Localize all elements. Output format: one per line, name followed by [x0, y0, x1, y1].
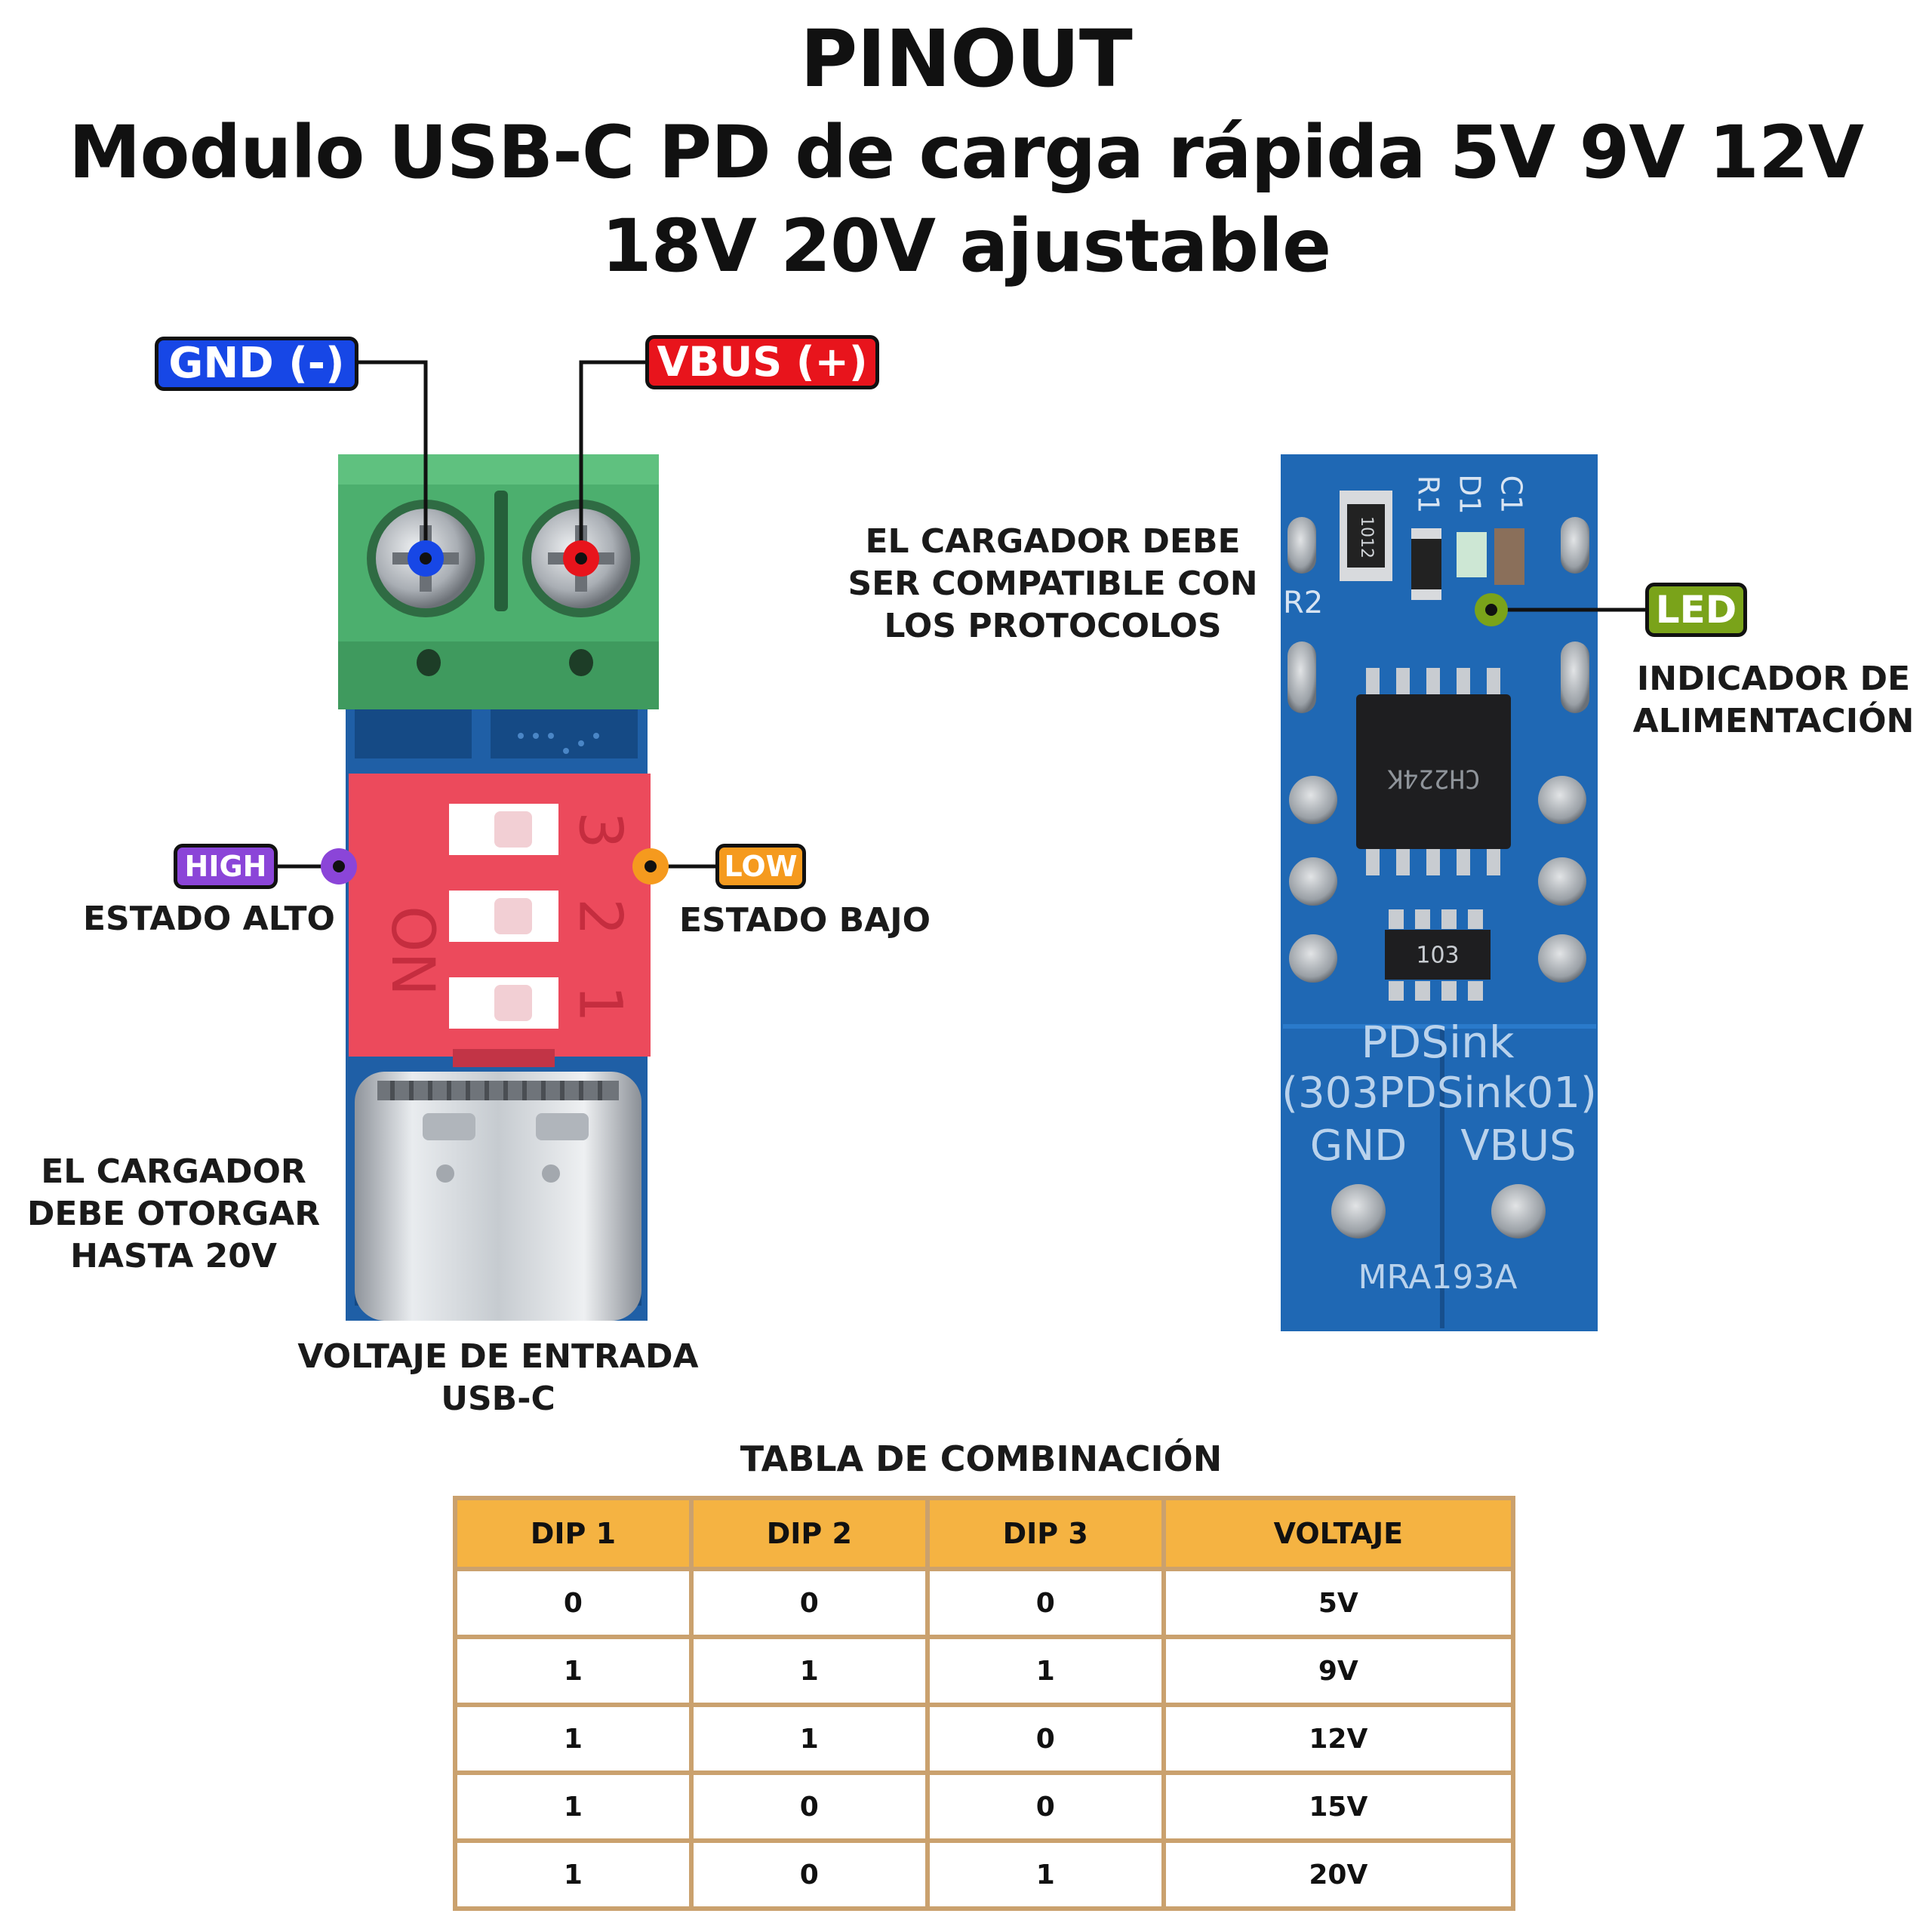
- silk-r2: R2: [1283, 586, 1323, 620]
- voltaje-entrada-line-1: VOLTAJE DE ENTRADA: [297, 1337, 699, 1376]
- cell-dip2: 0: [688, 1770, 930, 1843]
- right-module: 1012 R1 D1 C1 R2 CH224K 103 P: [1281, 454, 1598, 1331]
- cell-dip1: 0: [453, 1567, 694, 1639]
- left-module: ON 3 2 1: [338, 454, 659, 1321]
- voltaje-entrada-label: VOLTAJE DE ENTRADA USB-C: [287, 1336, 709, 1420]
- cell-dip1: 1: [453, 1703, 694, 1775]
- left-leaders: [275, 360, 717, 884]
- cell-dip3: 0: [924, 1770, 1166, 1843]
- vbus-badge: VBUS (+): [645, 335, 879, 389]
- table-header-row: DIP 1 DIP 2 DIP 3 VOLTAJE: [453, 1496, 1516, 1571]
- cell-dip2: 1: [688, 1703, 930, 1775]
- table-row: 0 0 0 5V: [453, 1567, 1516, 1639]
- low-badge: LOW: [715, 844, 806, 889]
- led-badge: LED: [1645, 583, 1747, 637]
- silk-vbus: VBUS: [1460, 1121, 1576, 1171]
- cell-voltaje: 5V: [1161, 1567, 1516, 1639]
- vbus-pad: [1491, 1184, 1546, 1238]
- gnd-badge: GND (-): [155, 337, 358, 391]
- resistor-marking: 1012: [1357, 516, 1376, 558]
- page-subtitle-line-2: 18V 20V ajustable: [601, 204, 1331, 288]
- indicador-line-2: ALIMENTACIÓN: [1632, 702, 1915, 740]
- table-caption: TABLA DE COMBINACIÓN: [740, 1438, 1223, 1479]
- led-leader: [1475, 593, 1649, 626]
- cell-dip3: 0: [924, 1703, 1166, 1775]
- cargador-compatible-line-3: LOS PROTOCOLOS: [884, 607, 1222, 645]
- cargador-compatible-line-1: EL CARGADOR DEBE: [865, 522, 1241, 561]
- silk-pdsink: PDSink: [1361, 1017, 1515, 1068]
- silk-r1: R1: [1412, 475, 1445, 514]
- cell-dip3: 0: [924, 1567, 1166, 1639]
- usb-c-connector: [355, 1072, 641, 1321]
- high-badge: HIGH: [174, 844, 278, 889]
- estado-bajo-label: ESTADO BAJO: [679, 901, 931, 940]
- dip-on-text: ON: [378, 906, 446, 996]
- table-row: 1 0 1 20V: [453, 1838, 1516, 1911]
- cell-voltaje: 15V: [1161, 1770, 1516, 1843]
- cell-dip3: 1: [924, 1838, 1166, 1911]
- indicador-label: INDICADOR DE ALIMENTACIÓN: [1623, 658, 1924, 743]
- cell-dip1: 1: [453, 1770, 694, 1843]
- cell-voltaje: 12V: [1161, 1703, 1516, 1775]
- silk-c1: C1: [1495, 475, 1528, 514]
- small-chip-marking: 103: [1416, 943, 1459, 969]
- cell-voltaje: 9V: [1161, 1635, 1516, 1707]
- voltaje-entrada-line-2: USB-C: [441, 1380, 555, 1418]
- table-row: 1 0 0 15V: [453, 1770, 1516, 1843]
- cargador-otorgar-line-3: HASTA 20V: [70, 1237, 277, 1275]
- silk-part: MRA193A: [1358, 1258, 1518, 1297]
- gnd-pad: [1331, 1184, 1386, 1238]
- dip-number-1: 1: [566, 985, 634, 1023]
- cell-dip1: 1: [453, 1838, 694, 1911]
- table-row: 1 1 0 12V: [453, 1703, 1516, 1775]
- cell-dip1: 1: [453, 1635, 694, 1707]
- silk-gnd: GND: [1310, 1121, 1407, 1171]
- ch224k-chip: [1356, 694, 1511, 849]
- header-dip3: DIP 3: [924, 1496, 1166, 1571]
- header-dip1: DIP 1: [453, 1496, 694, 1571]
- dip-number-3: 3: [566, 811, 634, 849]
- cargador-otorgar-line-2: DEBE OTORGAR: [26, 1195, 321, 1233]
- chip-marking: CH224K: [1387, 764, 1480, 794]
- cell-dip2: 1: [688, 1635, 930, 1707]
- indicador-line-1: INDICADOR DE: [1636, 660, 1911, 698]
- cell-voltaje: 20V: [1161, 1838, 1516, 1911]
- header-voltaje: VOLTAJE: [1161, 1496, 1516, 1571]
- page-subtitle-line-1: Modulo USB-C PD de carga rápida 5V 9V 12…: [68, 110, 1864, 195]
- cargador-compatible-line-2: SER COMPATIBLE CON: [848, 565, 1258, 603]
- table-row: 1 1 1 9V: [453, 1635, 1516, 1707]
- cell-dip2: 0: [688, 1567, 930, 1639]
- cell-dip3: 1: [924, 1635, 1166, 1707]
- dip-number-2: 2: [566, 898, 634, 936]
- cargador-otorgar-line-1: EL CARGADOR: [41, 1152, 306, 1191]
- silk-model: (303PDSink01): [1281, 1069, 1597, 1118]
- cargador-otorgar-label: EL CARGADOR DEBE OTORGAR HASTA 20V: [15, 1151, 332, 1278]
- estado-alto-label: ESTADO ALTO: [83, 900, 335, 938]
- combination-table: DIP 1 DIP 2 DIP 3 VOLTAJE 0 0 0 5V 1 1 1…: [453, 1496, 1516, 1911]
- page-title: PINOUT: [800, 13, 1133, 105]
- header-dip2: DIP 2: [688, 1496, 930, 1571]
- cell-dip2: 0: [688, 1838, 930, 1911]
- silk-d1: D1: [1454, 474, 1487, 514]
- cargador-compatible-label: EL CARGADOR DEBE SER COMPATIBLE CON LOS …: [845, 521, 1260, 648]
